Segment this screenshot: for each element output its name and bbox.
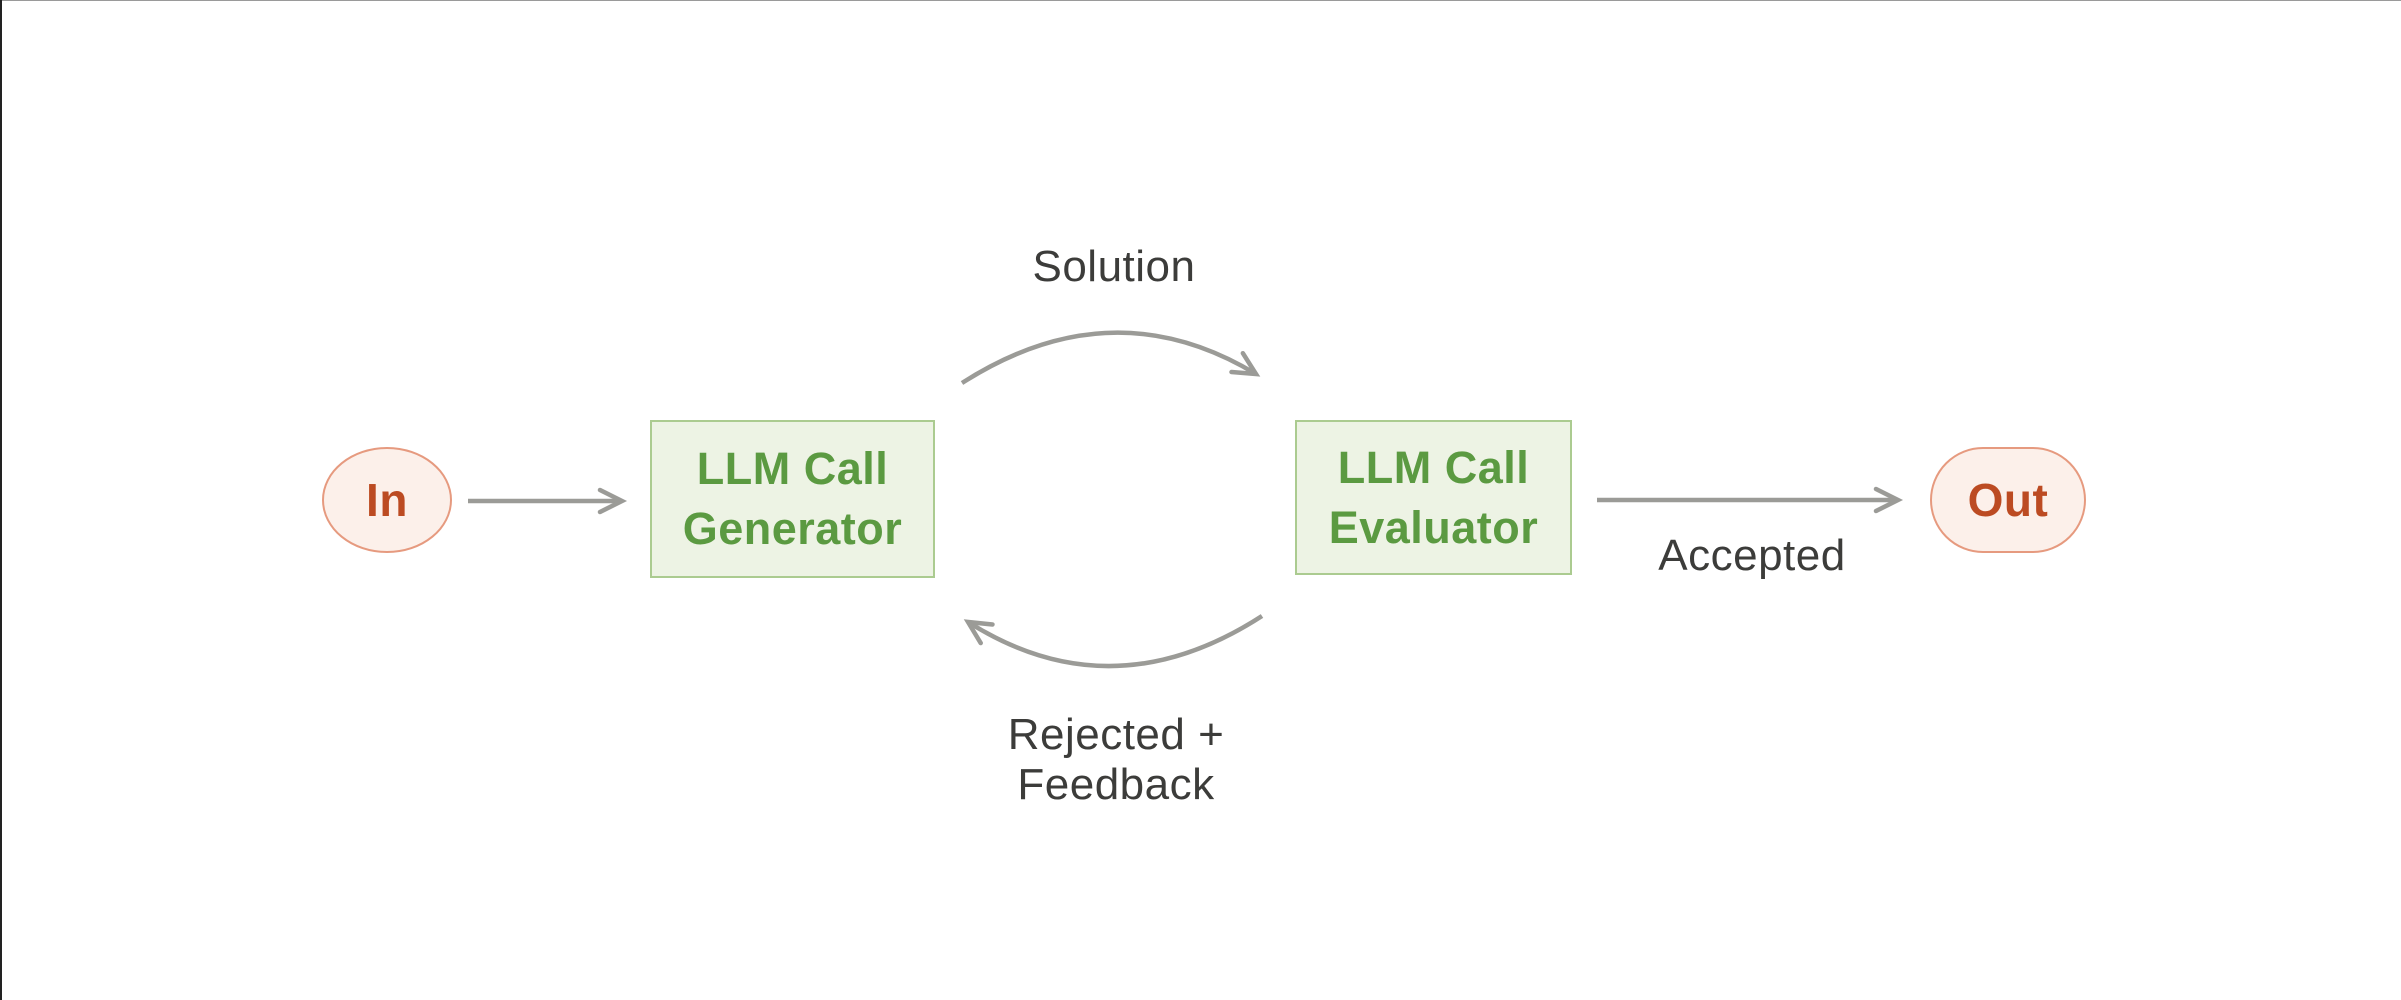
left-edge-line	[0, 0, 2, 1000]
node-in-label: In	[366, 474, 408, 526]
node-evaluator-label-line1: LLM Call	[1337, 441, 1530, 493]
edge-label-rejected-feedback: Rejected + Feedback	[1008, 710, 1225, 810]
edge-label-rejected-line1: Rejected +	[1007, 710, 1225, 759]
edge-label-solution: Solution	[1032, 242, 1196, 291]
node-generator-label-line2: Generator	[682, 503, 903, 554]
node-llm-call-evaluator: LLM Call Evaluator	[1295, 420, 1572, 575]
arrow-solution-curve	[960, 330, 1261, 385]
top-edge-line	[0, 0, 2401, 1]
edge-label-accepted: Accepted	[1658, 531, 1846, 580]
node-llm-call-generator: LLM Call Generator	[650, 420, 935, 578]
node-generator-label-line1: LLM Call	[696, 443, 889, 494]
node-in: In	[322, 447, 452, 553]
node-out-label: Out	[1967, 474, 2049, 526]
node-out: Out	[1930, 447, 2086, 553]
arrow-rejected-curve	[963, 614, 1264, 669]
node-evaluator-label-line2: Evaluator	[1328, 501, 1539, 553]
edge-label-rejected-line2: Feedback	[1017, 760, 1215, 809]
